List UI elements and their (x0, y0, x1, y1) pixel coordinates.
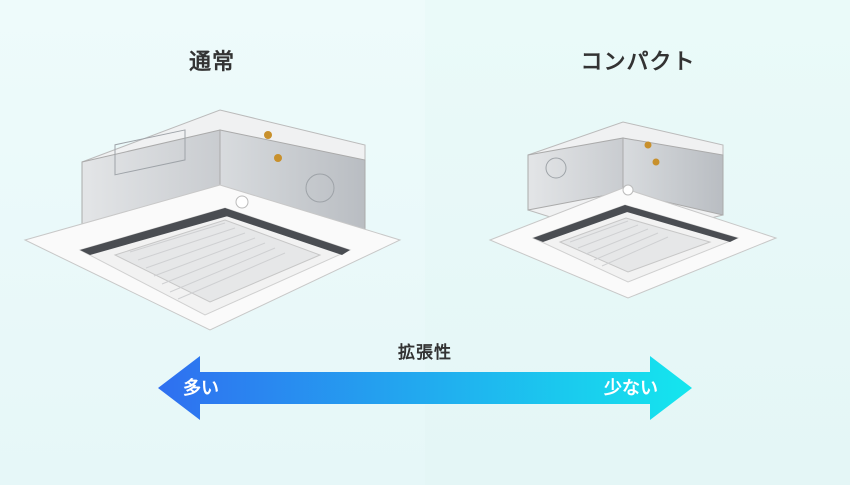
expandability-axis-title: 拡張性 (398, 343, 452, 363)
compact-label: コンパクト (580, 50, 696, 75)
standard-cassette-unit-image (23, 109, 402, 331)
compact-cassette-unit-image (488, 121, 778, 299)
standard-label: 通常 (188, 50, 235, 75)
double-arrow-icon (158, 356, 692, 420)
arrow-right-label: 少ない (604, 378, 658, 399)
arrow-left-label: 多い (183, 378, 219, 399)
